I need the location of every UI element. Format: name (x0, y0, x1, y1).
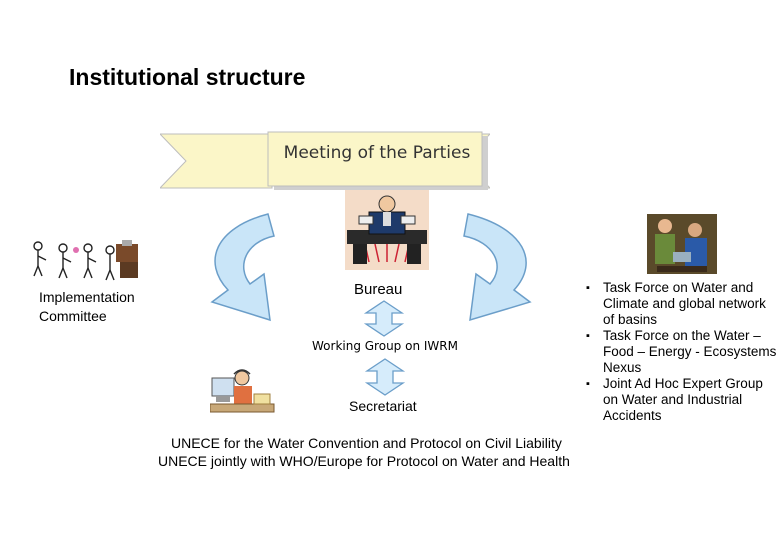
bureau-label: Bureau (354, 281, 403, 298)
list-item: Task Force on Water and Climate and glob… (586, 280, 780, 328)
implementation-committee-label: Implementation Committee (39, 289, 135, 324)
banner-main-panel (267, 131, 483, 187)
workers-clipart-icon (647, 214, 717, 274)
footer-line-protocol: UNECE jointly with WHO/Europe for Protoc… (158, 453, 570, 469)
banner-label: Meeting of the Parties (283, 143, 471, 163)
meeting-chair-clipart-icon (345, 190, 429, 270)
wg-secretariat-double-arrow (364, 358, 406, 396)
list-item: Task Force on the Water – Food – Energy … (586, 328, 780, 376)
delegates-clipart-icon (33, 240, 138, 281)
bureau-wg-double-arrow (363, 300, 405, 337)
task-force-list: Task Force on Water and Climate and glob… (586, 280, 780, 424)
list-item: Joint Ad Hoc Expert Group on Water and I… (586, 376, 780, 424)
working-group-label: Working Group on IWRM (312, 339, 458, 353)
footer-line-convention: UNECE for the Water Convention and Proto… (171, 435, 562, 451)
secretariat-label: Secretariat (349, 398, 417, 414)
meeting-of-parties-banner (160, 131, 490, 190)
left-curved-arrow (210, 213, 275, 322)
right-curved-arrow (463, 213, 532, 322)
banner-left-tail (160, 133, 273, 189)
secretariat-operator-clipart-icon (210, 369, 275, 413)
slide-title: Institutional structure (69, 64, 306, 90)
